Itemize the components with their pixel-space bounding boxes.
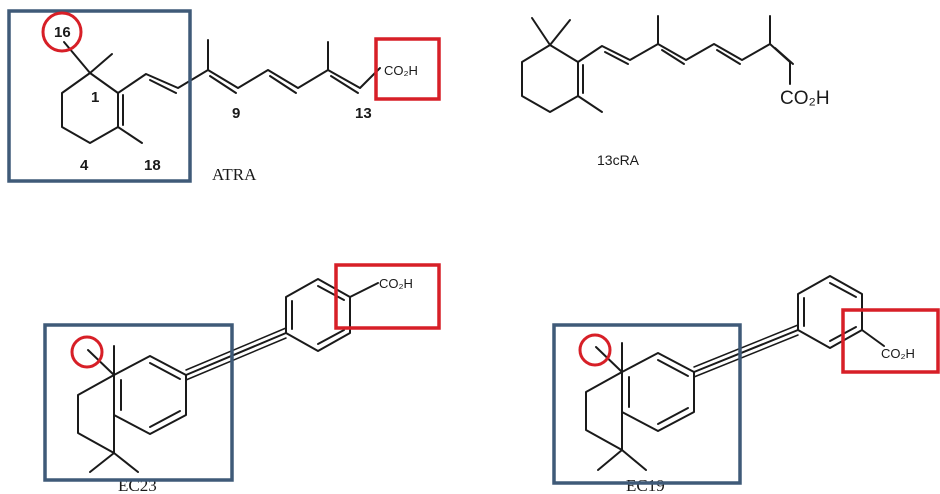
ec19-methyl-highlight-circle <box>578 333 612 367</box>
atra-atom-4: 4 <box>80 157 89 174</box>
ec23-methyl-highlight-circle <box>70 335 104 369</box>
ec23-aromatic-ring <box>113 355 187 435</box>
ec23-ring-highlight-box <box>43 323 234 482</box>
cis13-methyl-b <box>549 19 571 46</box>
atra-structure: CO₂H 16 1 4 18 9 13 ATRA <box>7 9 441 184</box>
ec23-methyl-top-left <box>87 349 115 376</box>
atra-atom-1: 1 <box>91 89 99 106</box>
ec19-aromatic-inner-1 <box>657 359 689 377</box>
cis13-structure: CO₂H 13cRA <box>521 15 830 168</box>
ec23-acid-bond <box>349 282 379 298</box>
ec19-name: EC19 <box>626 476 665 494</box>
atra-acid-label: CO₂H <box>384 63 418 78</box>
cis13-name: 13cRA <box>597 152 640 168</box>
ec23-phenyl-inner-2 <box>317 285 345 301</box>
atra-double-bond-11 <box>269 75 297 94</box>
atra-double-bond-9 <box>209 75 237 94</box>
ec23-methyl-bottom-right <box>113 452 139 473</box>
ec19-acid-label: CO₂H <box>881 346 915 361</box>
ec23-alkyne <box>185 332 287 376</box>
atra-acid-highlight-box <box>374 37 441 101</box>
ec23-alkyne-3 <box>185 337 287 381</box>
ec23-aromatic-inner-2 <box>149 410 181 428</box>
ec23-aromatic-inner-1 <box>149 362 181 380</box>
cis13-double-bond-11 <box>716 49 741 65</box>
ec23-acid-label: CO₂H <box>379 276 413 291</box>
ec23-alkyne-2 <box>185 327 287 371</box>
ec19-structure: CO₂H EC19 <box>552 275 940 494</box>
atra-c16-methyl <box>63 41 91 74</box>
atra-ring-highlight-box <box>7 9 192 183</box>
atra-atom-9: 9 <box>232 105 240 122</box>
ec19-phenyl-ring <box>797 275 863 349</box>
ec19-alkyne-3 <box>693 334 799 378</box>
cis13-methyl-a <box>531 17 551 46</box>
cis13-double-bond-7 <box>604 51 629 65</box>
atra-double-bond-7 <box>149 79 177 94</box>
cis13-polyene-chain <box>577 43 791 63</box>
atra-c17-methyl <box>89 53 113 74</box>
ec23-structure: CO₂H EC23 <box>43 263 441 494</box>
atra-double-bond-13 <box>330 75 359 94</box>
ec19-alkyne-2 <box>693 324 799 368</box>
ec19-acid-highlight-box <box>841 308 940 374</box>
atra-name: ATRA <box>212 165 257 184</box>
ec19-alkyne <box>693 329 799 373</box>
ec19-aromatic-inner-2 <box>657 407 689 425</box>
atra-atom-18: 18 <box>144 157 161 174</box>
ec23-phenyl-inner-3 <box>317 329 345 345</box>
cis13-ring <box>521 44 579 113</box>
ec19-aromatic-ring <box>621 352 695 432</box>
ec19-methyl-bottom-right <box>621 449 647 471</box>
ec19-methyl-bottom-left <box>597 449 623 471</box>
ec19-phenyl-inner-2 <box>829 282 857 298</box>
cis13-double-bond-9 <box>661 49 685 65</box>
cis13-acid-label: CO₂H <box>780 88 830 109</box>
atra-atom-16: 16 <box>54 24 71 41</box>
ec19-saturated-ring <box>585 371 623 451</box>
atra-ring <box>61 72 119 144</box>
cis13-ring-methyl <box>577 95 603 113</box>
ec23-phenyl-ring <box>285 278 351 352</box>
atra-c18-methyl <box>117 126 143 144</box>
atra-c16-highlight-circle <box>41 11 83 53</box>
ec23-methyl-bottom-left <box>89 452 115 473</box>
ec23-saturated-ring <box>77 374 115 454</box>
ec19-ring-highlight-box <box>552 323 742 485</box>
ec19-acid-bond <box>861 329 885 347</box>
atra-polyene-chain <box>117 67 381 94</box>
atra-atom-13: 13 <box>355 105 372 122</box>
ec19-methyl-top-left <box>595 346 623 373</box>
ec23-acid-highlight-box <box>334 263 441 330</box>
